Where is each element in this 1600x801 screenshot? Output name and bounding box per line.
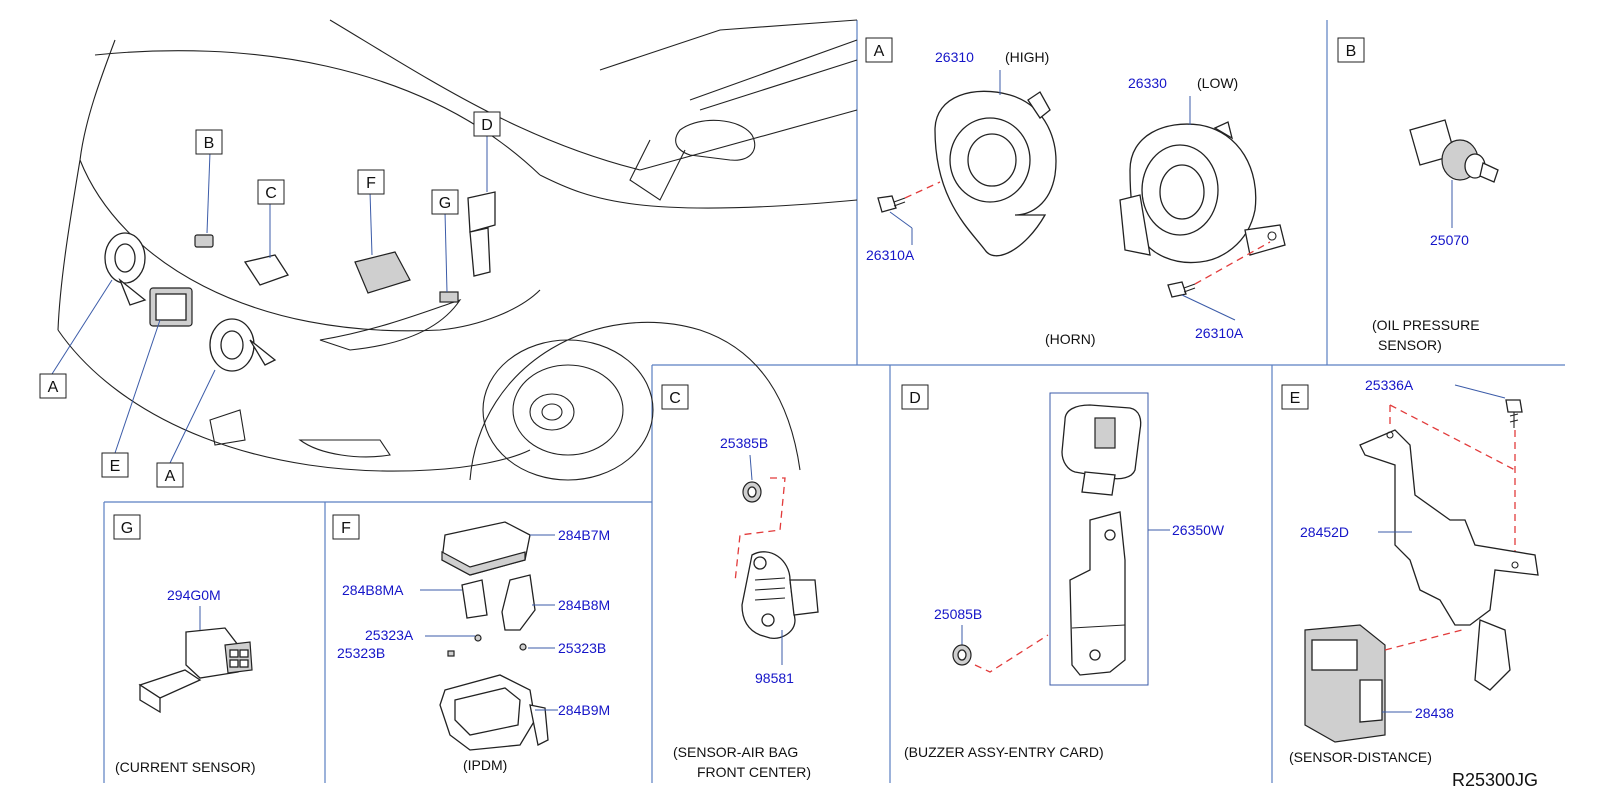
horn-high-label: (HIGH) [1005,49,1049,65]
panel-g-current-sensor: G 294G0M (CURRENT SENSOR) [113,514,256,775]
nut-icon [952,644,972,666]
part-number-284b9m: 284B9M [558,702,610,718]
panel-b-letter: B [1346,43,1357,60]
ipdm-caption: (IPDM) [463,757,507,773]
svg-text:A: A [48,379,59,396]
buzzer-caption: (BUZZER ASSY-ENTRY CARD) [904,744,1104,760]
overview-callout-a-right: A [156,462,184,488]
panel-d-letter: D [909,390,921,407]
diagram-code: R25300JG [1452,770,1538,790]
svg-text:A: A [165,468,176,485]
overview-callout-a-left: A [39,373,67,399]
airbag-caption-line1: (SENSOR-AIR BAG [673,744,798,760]
overview-callout-c: C [257,179,285,205]
part-number-25385b: 25385B [720,435,768,451]
part-number-294g0m: 294G0M [167,587,221,603]
overview-callout-f: F [357,169,385,195]
panel-f-letter: F [341,520,351,537]
svg-text:B: B [204,135,215,152]
panel-c-airbag-sensor: C 25385B 98581 (SENSOR-AIR BAG FRONT CEN… [661,384,819,780]
bolt-icon [877,195,906,213]
part-number-26330: 26330 [1128,75,1167,91]
part-number-98581: 98581 [755,670,794,686]
bolt-icon [1167,281,1196,298]
part-number-28452d: 28452D [1300,524,1349,540]
part-number-25070: 25070 [1430,232,1469,248]
panel-c-letter: C [669,390,681,407]
overview-callout-e: E [101,452,129,478]
svg-text:E: E [110,458,121,475]
part-number-26350w: 26350W [1172,522,1225,538]
part-number-284b7m: 284B7M [558,527,610,543]
panel-g-letter: G [121,520,133,537]
panel-d-buzzer: D 26350W 25085B (BUZZER ASSY-ENTRY CARD) [901,384,1225,760]
svg-text:F: F [366,175,376,192]
svg-text:G: G [439,195,451,212]
panel-a-letter: A [874,43,885,60]
panel-f-ipdm: F 284B7M 284B8MA 284B8M 25323A 25323B 25… [332,514,610,773]
part-number-25085b: 25085B [934,606,982,622]
part-number-26310a-left: 26310A [866,247,915,263]
airbag-caption-line2: FRONT CENTER) [697,764,811,780]
horn-low-label: (LOW) [1197,75,1238,91]
bolt-icon [1505,399,1523,428]
part-number-25323a: 25323A [365,627,414,643]
part-number-284b8m: 284B8M [558,597,610,613]
panel-b-oil-pressure-sensor: B 25070 (OIL PRESSURE SENSOR) [1337,37,1499,353]
overview-callout-b: B [195,129,223,155]
part-number-26310: 26310 [935,49,974,65]
vehicle-overview: B C F G D A E A [39,19,858,488]
part-number-25323b-left: 25323B [337,645,385,661]
svg-text:C: C [265,185,277,202]
part-number-28438: 28438 [1415,705,1454,721]
panel-e-letter: E [1290,390,1301,407]
nut-icon [742,481,762,503]
panel-a-horn: A 26310 (HIGH) 26310A 26330 (LOW) [865,37,1286,347]
part-number-26310a-right: 26310A [1195,325,1244,341]
overview-callout-g: G [431,189,459,215]
distance-sensor-caption: (SENSOR-DISTANCE) [1289,749,1432,765]
part-number-25336a: 25336A [1365,377,1414,393]
panel-e-distance-sensor: E 25336A 28452D 28438 (SENSOR-DISTANCE) [1281,377,1539,765]
overview-callout-d: D [473,111,501,137]
current-sensor-caption: (CURRENT SENSOR) [115,759,256,775]
panel-frames [103,20,1565,783]
part-number-284b8ma: 284B8MA [342,582,404,598]
part-number-25323b-right: 25323B [558,640,606,656]
oil-pressure-caption-line1: (OIL PRESSURE [1372,317,1480,333]
oil-pressure-caption-line2: SENSOR) [1378,337,1442,353]
horn-caption: (HORN) [1045,331,1096,347]
svg-text:D: D [481,117,493,134]
